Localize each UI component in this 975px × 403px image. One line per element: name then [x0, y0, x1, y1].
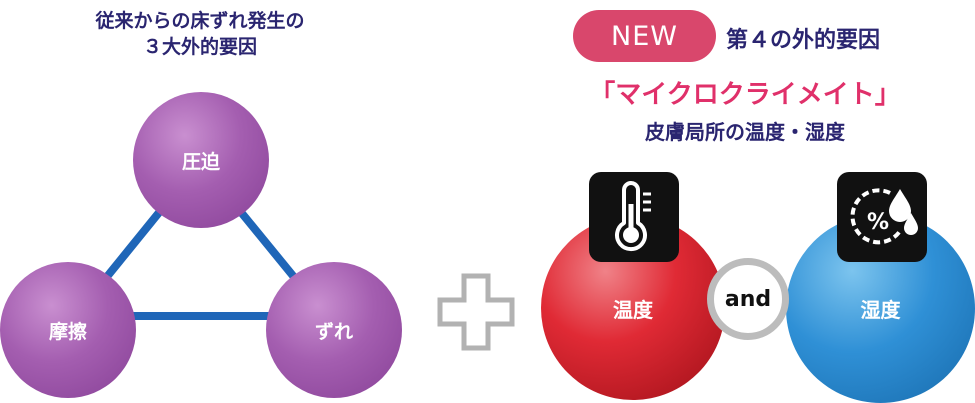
thermometer-icon: [589, 172, 679, 262]
microclimate-subtitle: 皮膚局所の温度・湿度: [645, 120, 845, 144]
temperature-label: 温度: [613, 297, 653, 322]
factor-pressure-label: 圧迫: [181, 150, 220, 173]
factor-friction: 摩擦: [0, 262, 136, 398]
factor-pressure: 圧迫: [133, 92, 269, 228]
left-title: 従来からの床ずれ発生の ３大外的要因: [40, 8, 360, 60]
svg-text:%: %: [867, 210, 889, 235]
factor-friction-label: 摩擦: [48, 320, 87, 343]
humidity-percent-droplet-icon: %: [837, 172, 927, 262]
new-badge: NEW: [573, 10, 716, 62]
humidity-label: 湿度: [860, 298, 901, 322]
microclimate-heading: 「マイクロクライメイト」: [589, 80, 901, 110]
temperature-circle: 温度: [541, 216, 725, 400]
and-connector: and: [707, 258, 789, 340]
factor-shear-label: ずれ: [314, 320, 353, 343]
and-label: and: [724, 286, 772, 312]
fourth-factor-heading: 第４の外的要因: [726, 28, 881, 53]
plus-icon: [437, 273, 515, 351]
left-title-line2: ３大外的要因: [142, 36, 257, 58]
left-title-line1: 従来からの床ずれ発生の: [95, 10, 305, 32]
factor-shear: ずれ: [266, 262, 402, 398]
